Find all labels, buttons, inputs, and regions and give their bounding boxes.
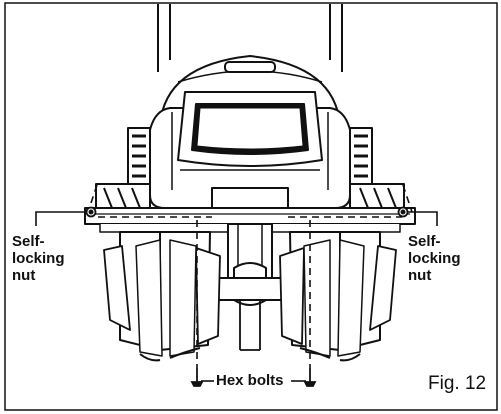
left-nut-callout: Self- locking nut (12, 233, 78, 284)
handle-tubes (157, 4, 343, 72)
left-guard (95, 127, 151, 213)
left-nut-callout-line: locking (12, 250, 65, 267)
right-nut-icon (397, 206, 409, 218)
figure-frame (4, 2, 498, 411)
figure-number: Fig. 12 (428, 373, 487, 394)
right-nut-callout: Self- locking nut (408, 233, 478, 284)
right-nut-callout-line: nut (408, 267, 432, 284)
left-nut-callout-line: Self- (12, 233, 45, 250)
left-nut-icon (85, 206, 97, 218)
right-tines (279, 231, 397, 362)
motor-housing (149, 55, 351, 209)
right-nut-callout-line: locking (408, 250, 461, 267)
alignment-guides (87, 184, 413, 368)
leader-lines (35, 211, 438, 382)
left-nut-callout-line: nut (12, 267, 36, 284)
right-hex-bolt-icon (303, 368, 317, 387)
right-nut-callout-line: Self- (408, 233, 441, 250)
hex-bolts-callout: Hex bolts (214, 372, 286, 389)
right-guard (349, 127, 405, 213)
left-hex-bolt-icon (190, 368, 204, 387)
left-tines (103, 231, 221, 362)
